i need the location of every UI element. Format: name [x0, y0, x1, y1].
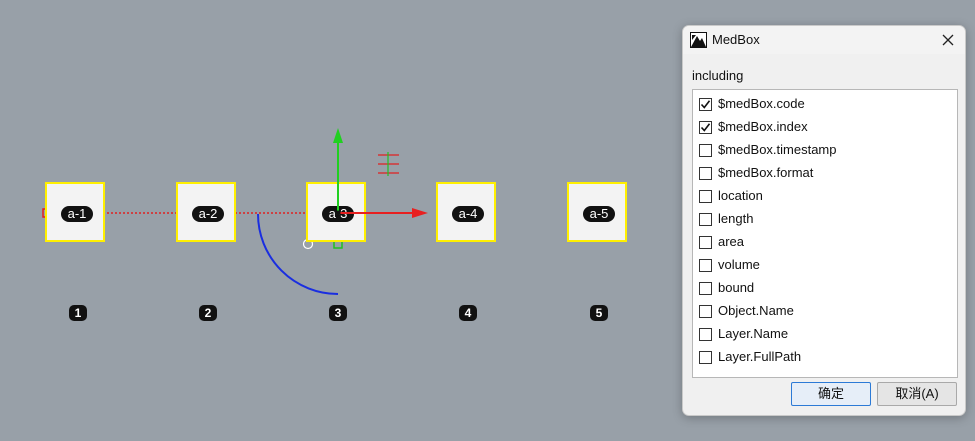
checkbox-unchecked[interactable]: [699, 282, 712, 295]
number-badge: 1: [69, 305, 87, 321]
checklist-item[interactable]: $medBox.index: [699, 117, 949, 137]
checklist-item-label: area: [718, 234, 745, 249]
checklist-item[interactable]: Object.Name: [699, 301, 949, 321]
box-label: a-5: [583, 206, 615, 222]
checkbox-unchecked[interactable]: [699, 236, 712, 249]
x-axis-arrow-icon: [412, 208, 428, 218]
box-a-1[interactable]: a-1: [45, 182, 105, 242]
checkbox-unchecked[interactable]: [699, 167, 712, 180]
app-icon: [690, 32, 707, 48]
medbox-dialog: MedBox including $medBox.code $medBox.ind…: [682, 25, 966, 416]
number-badge: 5: [590, 305, 608, 321]
checkbox-checked[interactable]: [699, 121, 712, 134]
cancel-button[interactable]: 取消(A): [877, 382, 957, 406]
close-icon: [942, 34, 954, 46]
number-badge: 3: [329, 305, 347, 321]
box-a-4[interactable]: a-4: [436, 182, 496, 242]
checklist-item-label: Layer.Name: [718, 326, 789, 341]
checkbox-unchecked[interactable]: [699, 305, 712, 318]
checklist-item-label: Object.Name: [718, 303, 794, 318]
checklist-item[interactable]: $medBox.code: [699, 94, 949, 114]
checklist-item[interactable]: volume: [699, 255, 949, 275]
checklist-item-label: $medBox.format: [718, 165, 814, 180]
box-a-5[interactable]: a-5: [567, 182, 627, 242]
checklist-item-label: location: [718, 188, 763, 203]
checkbox-unchecked[interactable]: [699, 213, 712, 226]
checklist-item[interactable]: Layer.FullPath: [699, 347, 949, 367]
checklist-item[interactable]: location: [699, 186, 949, 206]
checklist-item-label: Layer.FullPath: [718, 349, 802, 364]
checkbox-unchecked[interactable]: [699, 190, 712, 203]
checkmark-icon: [700, 123, 711, 132]
checklist-item[interactable]: $medBox.timestamp: [699, 140, 949, 160]
checkbox-unchecked[interactable]: [699, 351, 712, 364]
checklist-item-label: $medBox.timestamp: [718, 142, 837, 157]
checkbox-unchecked[interactable]: [699, 259, 712, 272]
checklist-item[interactable]: area: [699, 232, 949, 252]
close-button[interactable]: [937, 29, 959, 51]
y-axis-arrow-icon: [333, 128, 343, 143]
checklist-item[interactable]: length: [699, 209, 949, 229]
checkbox-checked[interactable]: [699, 98, 712, 111]
plane-handle-icon: [378, 152, 399, 176]
checklist-item-label: bound: [718, 280, 755, 295]
checklist-item[interactable]: bound: [699, 278, 949, 298]
checkbox-unchecked[interactable]: [699, 144, 712, 157]
checklist-item-label: volume: [718, 257, 760, 272]
gizmo-center-dot: [335, 210, 341, 216]
checklist-item[interactable]: $medBox.format: [699, 163, 949, 183]
box-label: a-4: [452, 206, 484, 222]
dialog-title: MedBox: [712, 32, 760, 47]
checklist-item-label: $medBox.code: [718, 96, 805, 111]
box-a-2[interactable]: a-2: [176, 182, 236, 242]
field-checklist: $medBox.code $medBox.index $medBox.timesta…: [692, 89, 958, 378]
checkbox-unchecked[interactable]: [699, 328, 712, 341]
box-label: a-1: [61, 206, 93, 222]
checklist-item[interactable]: Layer.Name: [699, 324, 949, 344]
ok-button[interactable]: 确定: [791, 382, 871, 406]
dialog-titlebar[interactable]: MedBox: [683, 26, 965, 54]
gizmo-arrows[interactable]: [0, 0, 680, 441]
group-label: including: [692, 68, 744, 83]
checklist-item-label: $medBox.index: [718, 119, 808, 134]
box-label: a-2: [192, 206, 224, 222]
number-badge: 2: [199, 305, 217, 321]
checkmark-icon: [700, 100, 711, 109]
checklist-item-label: length: [718, 211, 754, 226]
number-badge: 4: [459, 305, 477, 321]
